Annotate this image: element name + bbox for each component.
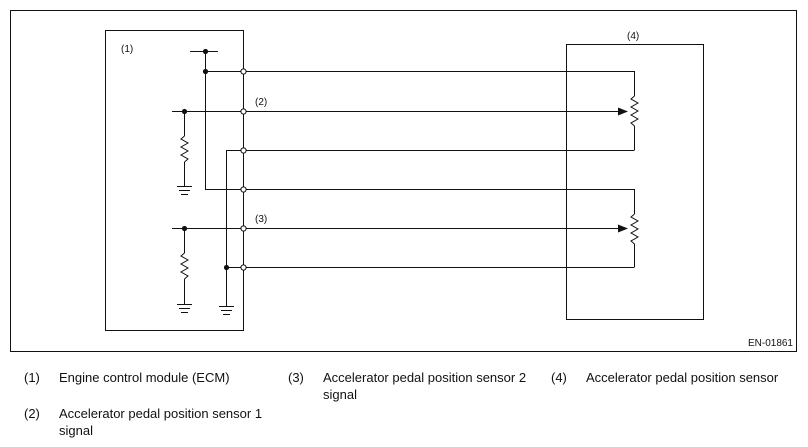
diagram-frame	[10, 10, 797, 352]
ecm-connector-terminals	[240, 68, 247, 271]
legend-text-line: signal	[59, 423, 93, 438]
junction-dot	[202, 68, 209, 75]
legend-text: Engine control module (ECM)	[59, 370, 230, 385]
sensor2-ground-wire	[243, 244, 635, 268]
power-supply-wires	[190, 51, 243, 190]
legend-number: (2)	[24, 406, 40, 421]
sensor1-signal-callout: (2)	[255, 97, 267, 108]
terminal-circle	[240, 225, 247, 232]
sensor2-power-wire	[243, 189, 635, 214]
pulldown-resistor-2	[179, 228, 190, 304]
ground-icon	[177, 186, 192, 195]
junction-dot	[223, 264, 230, 271]
terminal-circle	[240, 264, 247, 271]
potentiometer-1	[629, 95, 640, 127]
sensor-callout: (4)	[627, 31, 639, 42]
terminal-circle	[240, 186, 247, 193]
figure-code: EN-01861	[748, 338, 793, 349]
ecm-box	[105, 30, 244, 331]
legend-text: Accelerator pedal position sensor 1 sign…	[59, 405, 262, 439]
sensor2-signal-callout: (3)	[255, 214, 267, 225]
legend-number: (1)	[24, 370, 40, 385]
junction-dot	[202, 48, 209, 55]
sensor1-ground-wire	[243, 126, 635, 151]
legend-text: Accelerator pedal position sensor	[586, 370, 779, 385]
terminal-circle	[240, 68, 247, 75]
legend-text: Accelerator pedal position sensor 2 sign…	[323, 369, 526, 403]
legend-text-line: signal	[323, 387, 357, 402]
legend-text-line: Accelerator pedal position sensor 2	[323, 370, 527, 385]
sensor1-power-wire	[243, 71, 635, 96]
legend-number: (3)	[288, 370, 304, 385]
terminal-circle	[240, 147, 247, 154]
sensor-box	[566, 44, 704, 320]
terminal-circle	[240, 108, 247, 115]
pulldown-resistor-1	[179, 111, 190, 186]
legend-text-line: Accelerator pedal position sensor 1	[59, 406, 263, 421]
ground-icon	[177, 304, 192, 313]
legend-number: (4)	[551, 370, 567, 385]
potentiometer-2	[629, 213, 640, 245]
wiring-diagram: (1) (4) (2) (3)	[10, 10, 797, 352]
ecm-callout: (1)	[121, 44, 133, 55]
ground-icon	[219, 306, 234, 315]
